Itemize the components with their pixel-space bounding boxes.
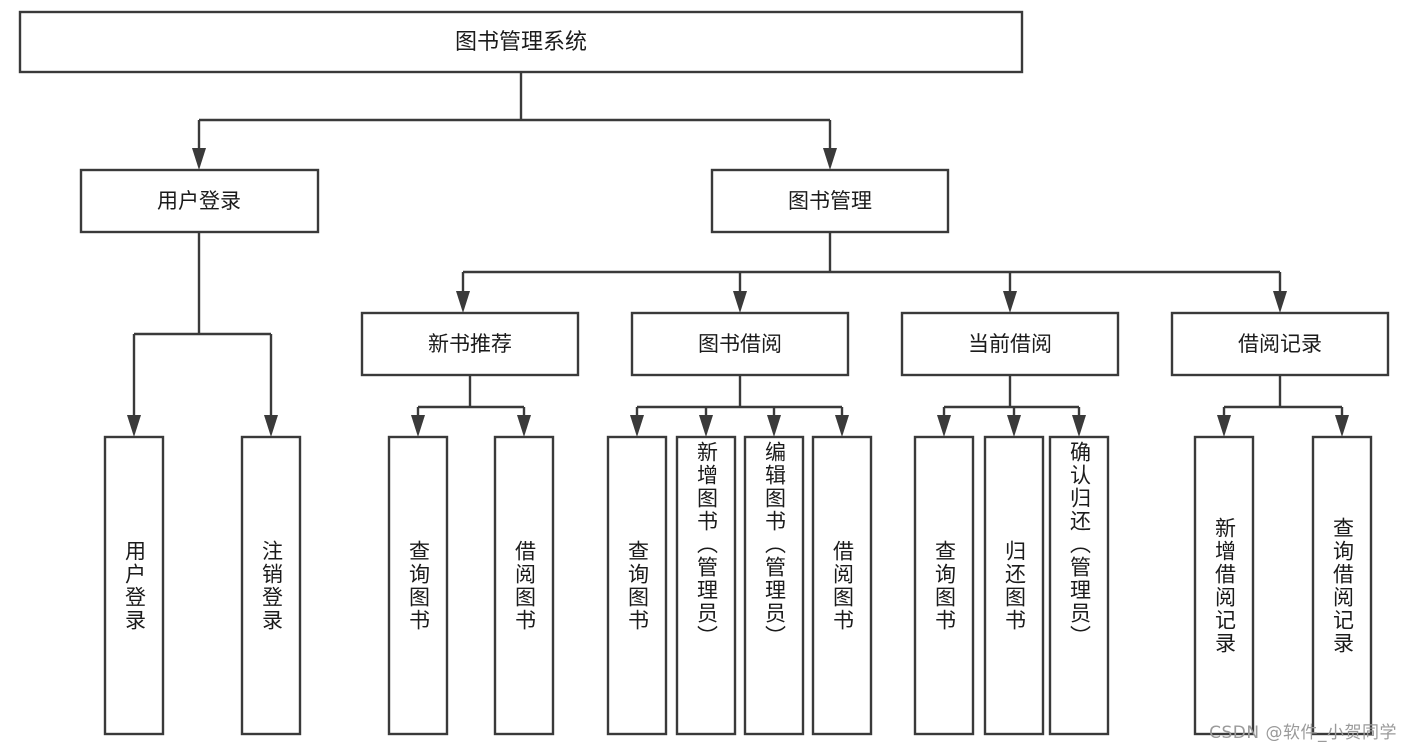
- connector-group-root: [192, 72, 837, 170]
- node-user-login-label: 用户登录: [157, 189, 241, 213]
- arrow-head-leaf-query-record: [1335, 415, 1349, 437]
- leaf-box-query-book-3[interactable]: [913, 435, 975, 736]
- node-current-borrow-label: 当前借阅: [968, 332, 1052, 356]
- connector-group-book-manage: [456, 232, 1287, 313]
- leaf-box-add-book[interactable]: [675, 435, 737, 736]
- node-new-book-rec-box[interactable]: [360, 311, 580, 377]
- node-borrow-record-label: 借阅记录: [1238, 332, 1322, 356]
- leaf-box-user-login[interactable]: [103, 435, 165, 736]
- connector-group-current-borrow: [937, 375, 1086, 437]
- leaf-box-confirm-return[interactable]: [1048, 435, 1110, 736]
- arrow-head-leaf-return-book: [1007, 415, 1021, 437]
- arrow-head-leaf-borrow-book-1: [517, 415, 531, 437]
- connector-group-book-borrow: [630, 375, 849, 437]
- arrow-head-book-manage: [823, 148, 837, 170]
- node-book-manage-box[interactable]: [710, 168, 950, 234]
- connector-group-borrow-record: [1217, 375, 1349, 437]
- leaf-box-borrow-book-2[interactable]: [811, 435, 873, 736]
- leaf-box-add-record[interactable]: [1193, 435, 1255, 736]
- leaf-box-query-book-1[interactable]: [387, 435, 449, 736]
- node-borrow-record-box[interactable]: [1170, 311, 1390, 377]
- arrow-head-leaf-edit-book: [767, 415, 781, 437]
- arrow-head-leaf-query-book-2: [630, 415, 644, 437]
- arrow-head-leaf-logout-login: [264, 415, 278, 437]
- leaf-box-logout-login[interactable]: [240, 435, 302, 736]
- node-book-borrow-label: 图书借阅: [698, 332, 782, 356]
- leaf-box-edit-book[interactable]: [743, 435, 805, 736]
- arrow-head-leaf-borrow-book-2: [835, 415, 849, 437]
- arrow-head-leaf-add-book: [699, 415, 713, 437]
- connector-group-new-book-rec: [411, 375, 531, 437]
- arrow-head-leaf-confirm-return: [1072, 415, 1086, 437]
- leaf-boxes: [103, 435, 1373, 736]
- node-new-book-rec[interactable]: 新书推荐: [360, 311, 580, 377]
- node-root-label: 图书管理系统: [455, 30, 587, 55]
- arrow-head-borrow-record: [1273, 291, 1287, 313]
- node-book-borrow[interactable]: 图书借阅: [630, 311, 850, 377]
- arrow-head-leaf-query-book-3: [937, 415, 951, 437]
- arrow-head-leaf-user-login: [127, 415, 141, 437]
- node-user-login[interactable]: 用户登录: [79, 168, 320, 234]
- node-book-manage[interactable]: 图书管理: [710, 168, 950, 234]
- leaf-box-borrow-book-1[interactable]: [493, 435, 555, 736]
- node-book-manage-label: 图书管理: [788, 189, 872, 213]
- arrow-head-new-book-rec: [456, 291, 470, 313]
- node-current-borrow[interactable]: 当前借阅: [900, 311, 1120, 377]
- arrow-head-user-login: [192, 148, 206, 170]
- arrow-head-current-borrow: [1003, 291, 1017, 313]
- leaf-box-return-book[interactable]: [983, 435, 1045, 736]
- leaf-box-query-record[interactable]: [1311, 435, 1373, 736]
- node-new-book-rec-label: 新书推荐: [428, 332, 512, 356]
- arrow-head-leaf-query-book-1: [411, 415, 425, 437]
- arrow-head-leaf-add-record: [1217, 415, 1231, 437]
- node-current-borrow-box[interactable]: [900, 311, 1120, 377]
- node-borrow-record[interactable]: 借阅记录: [1170, 311, 1390, 377]
- node-book-borrow-box[interactable]: [630, 311, 850, 377]
- node-user-login-box[interactable]: [79, 168, 320, 234]
- node-root-box[interactable]: [18, 10, 1024, 74]
- node-root[interactable]: 图书管理系统: [18, 10, 1024, 74]
- leaf-box-query-book-2[interactable]: [606, 435, 668, 736]
- arrow-head-book-borrow: [733, 291, 747, 313]
- connector-group-user-login: [127, 232, 278, 437]
